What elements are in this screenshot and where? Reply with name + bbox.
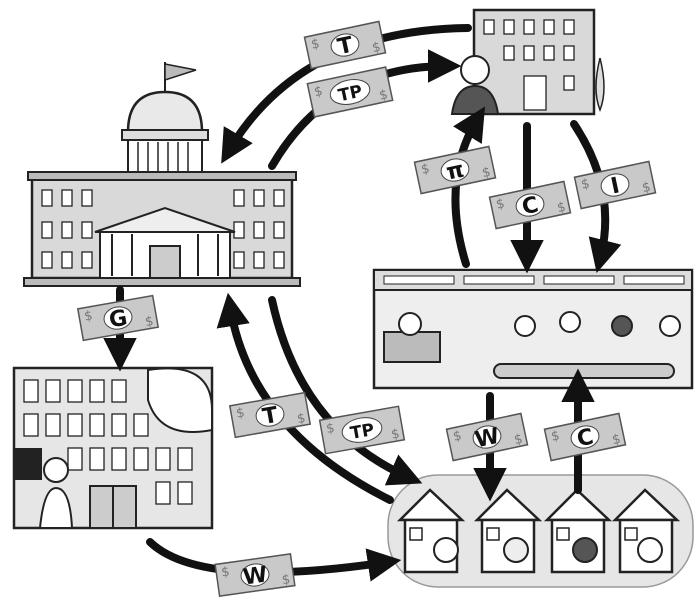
factory-floor	[372, 268, 694, 390]
svg-text:$: $	[144, 314, 155, 330]
svg-text:$: $	[325, 421, 336, 437]
svg-text:$: $	[611, 432, 622, 448]
bill-wages-right: $ $ W	[445, 412, 529, 462]
svg-text:$: $	[556, 200, 567, 216]
svg-text:$: $	[390, 427, 401, 443]
svg-text:$: $	[310, 36, 321, 52]
arrow-transfers-gov-to-households	[268, 296, 423, 486]
svg-text:T: T	[335, 33, 355, 61]
bill-transfers: $ $ TP	[318, 405, 406, 455]
government-building	[23, 62, 301, 287]
bill-profits: $ $ π	[413, 145, 497, 195]
svg-text:$: $	[235, 406, 246, 422]
svg-text:$: $	[580, 176, 591, 192]
svg-text:$: $	[420, 161, 431, 177]
house-2	[473, 488, 543, 574]
svg-text:G: G	[107, 306, 129, 334]
svg-text:$: $	[550, 428, 561, 444]
svg-text:π: π	[444, 157, 466, 185]
svg-text:C: C	[520, 193, 541, 221]
arrow-profits	[451, 106, 486, 268]
svg-text:W: W	[473, 424, 502, 454]
bill-top-transfers: $ $ TP	[306, 66, 394, 118]
svg-text:$: $	[495, 196, 506, 212]
svg-text:$: $	[281, 572, 291, 588]
bill-investment: $ $ I	[573, 160, 657, 210]
svg-text:$: $	[481, 165, 492, 181]
house-1	[396, 488, 466, 574]
svg-text:C: C	[575, 425, 596, 453]
bill-top-taxes: $ $ T	[303, 20, 387, 70]
bill-consumption-right: $ $ C	[543, 412, 627, 462]
bill-taxes: $ $ T	[228, 391, 312, 439]
svg-text:$: $	[641, 180, 652, 196]
house-3	[543, 488, 613, 574]
svg-text:$: $	[452, 428, 463, 444]
svg-text:$: $	[378, 87, 389, 103]
svg-text:$: $	[296, 411, 307, 427]
firm-office-building	[450, 8, 605, 116]
bill-gov-spending: $ $ G	[76, 294, 160, 342]
svg-text:W: W	[241, 562, 269, 590]
public-services-building	[12, 366, 214, 530]
households	[387, 474, 694, 588]
svg-text:$: $	[371, 40, 382, 56]
bill-consumption-top: $ $ C	[488, 180, 572, 230]
svg-text:$: $	[83, 309, 94, 325]
svg-text:TP: TP	[337, 82, 365, 107]
svg-text:$: $	[313, 84, 324, 100]
svg-text:TP: TP	[349, 420, 376, 444]
svg-text:$: $	[513, 432, 524, 448]
bill-wages-bottom: $ $ W	[214, 553, 296, 597]
svg-text:$: $	[220, 565, 230, 581]
svg-text:T: T	[261, 403, 280, 430]
house-4	[611, 488, 681, 574]
